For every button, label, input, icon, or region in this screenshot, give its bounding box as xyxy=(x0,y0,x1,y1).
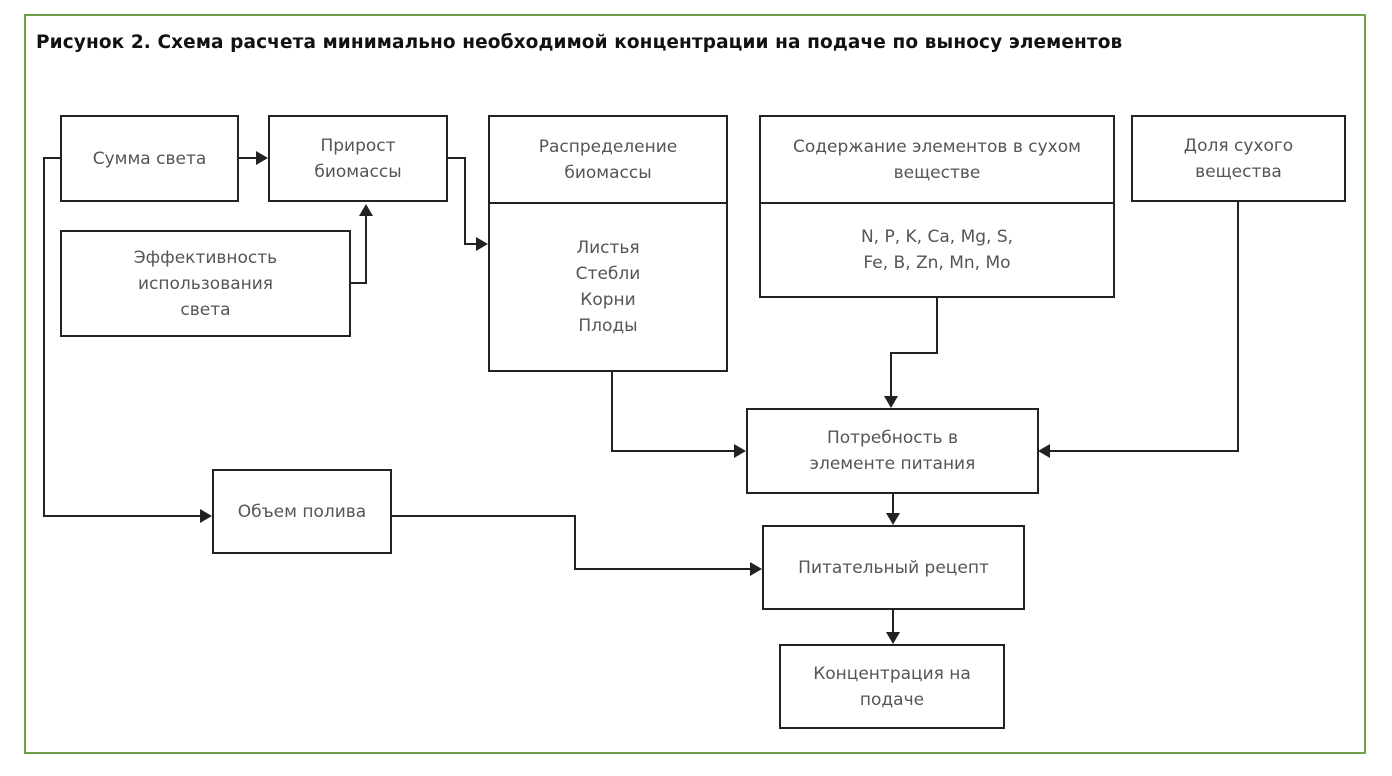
node-dry-matter-share-label: Доля сухого вещества xyxy=(1183,135,1294,182)
arrowhead-growth-left xyxy=(256,151,268,165)
arrowhead-distribution-left xyxy=(476,237,488,251)
connector-growth-to-distribution xyxy=(447,157,476,245)
node-element-content-body: N, P, K, Ca, Mg, S, Fe, B, Zn, Mn, Mo xyxy=(860,227,1014,273)
node-nutrient-demand-label: Потребность в элементе питания xyxy=(809,428,976,474)
node-biomass-distribution-header: Распределение биомассы xyxy=(490,117,726,204)
node-biomass-growth: Прирост биомассы xyxy=(268,115,448,202)
figure-title: Рисунок 2. Схема расчета минимально необ… xyxy=(36,32,1123,53)
arrowhead-irrigation-left xyxy=(200,509,212,523)
arrowhead-concentration-top xyxy=(886,632,900,644)
arrowhead-recipe-top xyxy=(886,513,900,525)
arrowhead-demand-left xyxy=(734,444,746,458)
node-element-content-header: Содержание элементов в сухом веществе xyxy=(761,117,1113,204)
connector-drymatter-to-demand xyxy=(1050,202,1239,452)
node-irrigation-volume-label: Объем полива xyxy=(237,501,367,522)
node-biomass-growth-label: Прирост биомассы xyxy=(314,135,402,182)
node-nutrient-demand: Потребность в элементе питания xyxy=(746,408,1039,494)
connector-light-to-irrigation xyxy=(43,157,200,517)
node-dry-matter-share: Доля сухого вещества xyxy=(1131,115,1346,202)
node-irrigation-volume: Объем полива xyxy=(212,469,392,554)
connector-distribution-to-demand xyxy=(611,371,734,452)
arrowhead-recipe-left xyxy=(750,562,762,576)
node-biomass-distribution: Распределение биомассы Листья Стебли Кор… xyxy=(488,115,728,372)
node-biomass-distribution-body: Листья Стебли Корни Плоды xyxy=(575,238,641,336)
arrowhead-demand-top xyxy=(884,396,898,408)
connector-content-to-demand xyxy=(890,297,938,396)
node-feed-concentration: Концентрация на подаче xyxy=(779,644,1005,729)
node-nutrient-recipe-label: Питательный рецепт xyxy=(798,557,989,578)
arrowhead-growth-bottom xyxy=(359,204,373,216)
node-element-content: Содержание элементов в сухом веществе N,… xyxy=(759,115,1115,298)
connector-irrigation-to-recipe xyxy=(391,515,750,570)
figure-frame xyxy=(24,14,1366,754)
node-light-efficiency: Эффективность использования света xyxy=(60,230,351,337)
node-feed-concentration-label: Концентрация на подаче xyxy=(813,663,971,710)
connector-efficiency-to-growth xyxy=(350,216,367,284)
node-nutrient-recipe: Питательный рецепт xyxy=(762,525,1025,610)
node-light-efficiency-label: Эффективность использования света xyxy=(133,247,278,320)
node-light-sum-label: Сумма света xyxy=(92,148,207,169)
node-light-sum: Сумма света xyxy=(60,115,239,202)
arrowhead-demand-right xyxy=(1038,444,1050,458)
